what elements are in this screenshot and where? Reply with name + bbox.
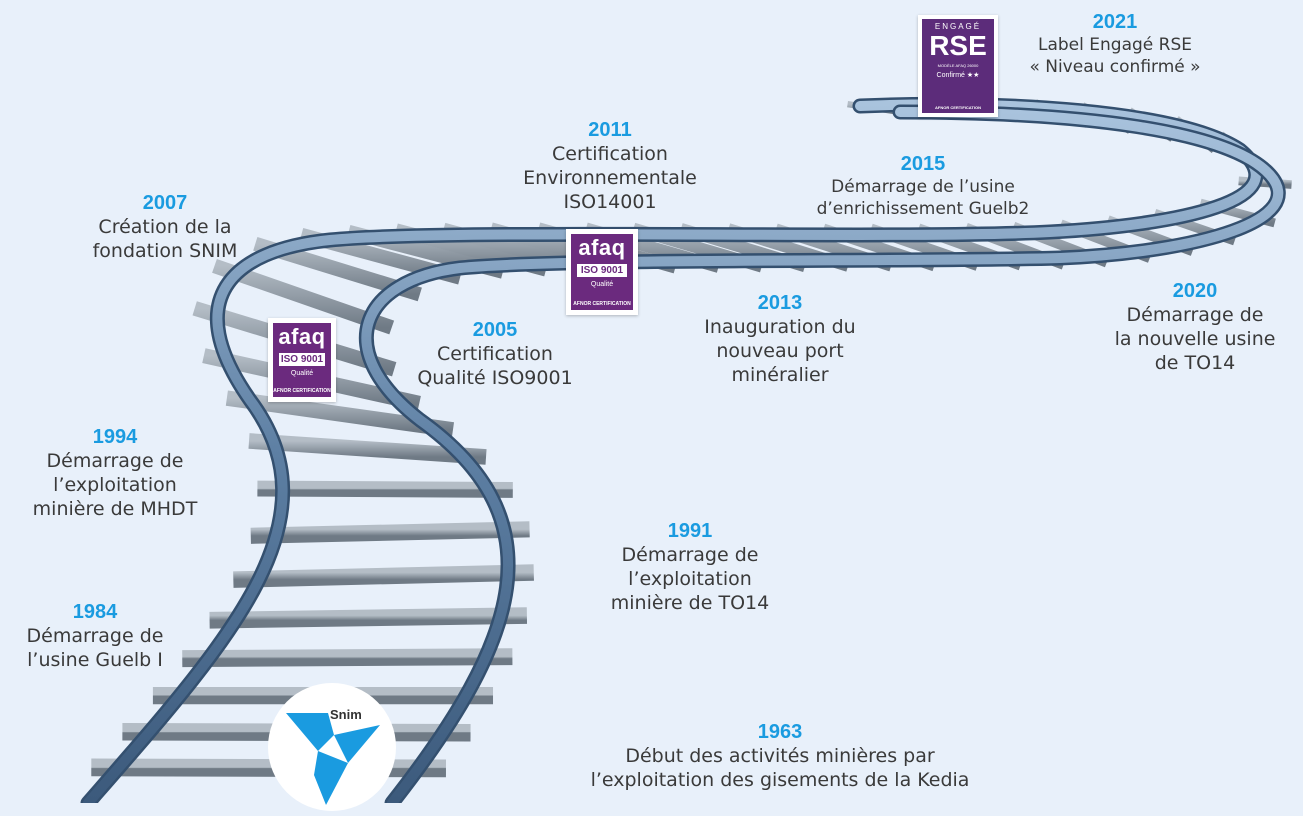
track-tie [251,529,530,535]
event-year: 2013 [680,291,880,315]
track-tie [210,616,527,621]
event-1994: 1994 Démarrage de l’exploitation minière… [10,425,220,521]
track-tie [182,657,512,659]
event-2020: 2020 Démarrage de la nouvelle usine de T… [1095,279,1295,375]
event-2015: 2015 Démarrage de l’usine d’enrichisseme… [798,152,1048,220]
event-year: 2011 [510,118,710,142]
snim-mark-icon [268,683,396,811]
event-year: 1994 [10,425,220,449]
event-2011: 2011 Certification Environnementale ISO1… [510,118,710,214]
event-2013: 2013 Inauguration du nouveau port minéra… [680,291,880,387]
event-year: 2021 [1000,10,1230,34]
event-year: 1963 [560,720,1000,744]
event-year: 2007 [70,191,260,215]
event-year: 2020 [1095,279,1295,303]
event-year: 1991 [590,519,790,543]
engage-rse-badge: ENGAGÉ RSE MODÈLE AFAQ 26000 Confirmé ★★… [918,15,998,117]
track-tie [257,489,512,490]
event-1963: 1963 Début des activités minières par l’… [560,720,1000,792]
track-tie [233,573,533,580]
event-2021: 2021 Label Engagé RSE « Niveau confirmé … [1000,10,1230,78]
event-2007: 2007 Création de la fondation SNIM [70,191,260,263]
event-1984: 1984 Démarrage de l’usine Guelb I [0,600,190,672]
event-year: 2015 [798,152,1048,176]
snim-logo: Snim [268,683,396,811]
event-year: 2005 [395,318,595,342]
event-2005: 2005 Certification Qualité ISO9001 [395,318,595,390]
afaq-iso9001-badge-2011: afaq ISO 9001 Qualité AFNOR CERTIFICATIO… [566,229,638,315]
snim-logo-text: Snim [330,707,362,722]
event-1991: 1991 Démarrage de l’exploitation minière… [590,519,790,615]
event-year: 1984 [0,600,190,624]
afaq-iso9001-badge-2005: afaq ISO 9001 Qualité AFNOR CERTIFICATIO… [268,318,336,402]
